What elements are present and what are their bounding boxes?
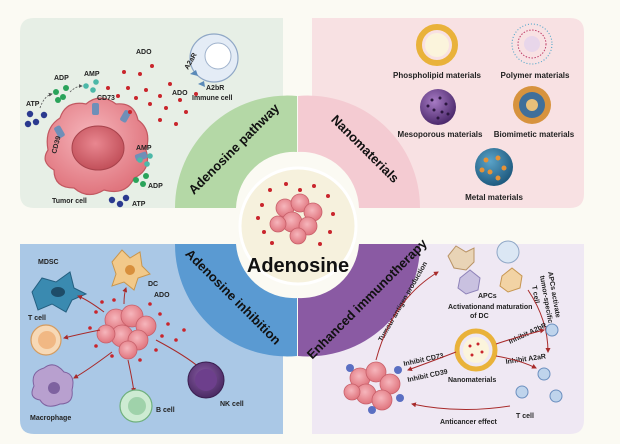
b-cell-label: B cell <box>156 407 175 414</box>
polymer-nanoparticle-icon <box>511 23 553 65</box>
cd73-receptor-icon <box>92 103 148 162</box>
mesoporous-nanoparticle-icon <box>420 89 456 125</box>
dc-label: DC <box>148 281 158 288</box>
nanomaterials-arc-band <box>298 95 421 208</box>
apc-cell-icon-2 <box>496 240 520 264</box>
atp-molecules-left <box>24 110 48 128</box>
activation-label-1: Activationand maturation <box>448 304 532 311</box>
nanomaterials-label-immuno: Nanomaterials <box>448 377 496 384</box>
t-cell-label-inhibition: T cell <box>28 315 46 322</box>
a2ar-receptor-icon <box>190 70 205 87</box>
anticancer-label: Anticancer effect <box>440 419 497 426</box>
biomimetic-nanoparticle-icon <box>513 86 551 124</box>
adp-right-label: ADP <box>148 183 163 190</box>
metal-nanoparticle-icon <box>475 148 513 186</box>
center-hub: Adenosine <box>238 166 358 286</box>
ado-top-label: ADO <box>136 49 152 56</box>
amp-molecules-right <box>137 153 153 167</box>
amp-molecules-top <box>83 79 99 93</box>
nk-cell-icon <box>187 361 225 399</box>
amp-right-label: AMP <box>136 145 152 152</box>
nk-cell-label: NK cell <box>220 401 244 408</box>
immune-attack-cells <box>346 364 404 414</box>
ado-molecules-pathway <box>106 64 198 126</box>
tumor-cell-icon <box>44 97 149 196</box>
inhibition-arc-band <box>174 244 297 357</box>
immunotherapy-arc-band <box>298 244 421 357</box>
ado-label-inhibition: ADO <box>154 292 170 299</box>
polymer-label: Polymer materials <box>501 71 570 80</box>
macrophage-label: Macrophage <box>30 415 71 422</box>
adp-molecules-right <box>133 173 149 187</box>
cd39-receptor-icon <box>54 125 65 138</box>
apcs-label: APCs <box>478 293 497 300</box>
center-tumor-icon <box>269 193 323 245</box>
phospholipid-nanoparticle-icon <box>416 24 458 66</box>
immune-cell-icon <box>189 33 239 83</box>
inhibit-a2ar-arrow <box>495 355 537 369</box>
tumor-cluster-icon-immuno <box>343 361 401 411</box>
antigen-arrow <box>375 271 439 361</box>
adp-to-amp-arrow <box>69 84 83 93</box>
apcs-activate-label-3: T cell <box>530 285 540 304</box>
apc-cell-icon-4 <box>499 267 523 293</box>
t-cell-icon-inhibition <box>30 324 62 356</box>
pathway-arc-band <box>174 95 297 208</box>
pathway-content: CD39 CD73 Tumor cell ATP ADP AMP ADO ADO <box>24 33 239 208</box>
amp-top-label: AMP <box>84 71 100 78</box>
adp-molecules-left <box>53 85 69 103</box>
mdsc-cell-icon <box>31 271 88 313</box>
tumor-cluster-icon-inhibition <box>96 304 157 360</box>
center-ado-dots <box>256 182 335 246</box>
immune-cell-label: Immune cell <box>192 95 233 102</box>
t-cell-icons-immuno <box>515 323 563 403</box>
a2br-label: A2bR <box>206 85 224 92</box>
apc-cell-icon-3 <box>457 269 481 295</box>
inhibition-content: MDSC DC T cell ADO <box>28 249 244 423</box>
apc-cell-icon-1 <box>447 245 475 271</box>
ado-molecules-inhibition <box>88 298 186 362</box>
atp-left-label: ATP <box>26 101 40 108</box>
mdsc-label: MDSC <box>38 259 59 266</box>
b-cell-icon <box>119 389 153 423</box>
activation-label-2: of DC <box>470 313 489 320</box>
nanomaterials-content: Phospholipid materials Polymer materials… <box>393 23 575 202</box>
inhibit-a2br-arrow <box>495 328 545 345</box>
mesoporous-label: Mesoporous materials <box>398 130 483 139</box>
atp-bottom-label: ATP <box>132 201 146 208</box>
macrophage-cell-icon <box>31 364 74 407</box>
apcs-activate-arrow <box>527 289 551 353</box>
biomimetic-label: Biomimetic materials <box>494 130 575 139</box>
arc-bands <box>174 95 421 357</box>
center-title: Adenosine <box>247 255 349 277</box>
cd39-label: CD39 <box>51 135 62 154</box>
t-cell-label-immuno: T cell <box>516 413 534 420</box>
ado-mid-label: ADO <box>172 90 188 97</box>
anticancer-arrow <box>411 402 511 411</box>
dc-cell-icon <box>111 249 151 291</box>
inhibit-cd-arrow <box>407 351 457 371</box>
atp-to-adp-arrow <box>39 92 53 109</box>
adp-left-label: ADP <box>54 75 69 82</box>
phospholipid-label: Phospholipid materials <box>393 71 482 80</box>
nanomaterial-vesicle-icon <box>454 328 498 372</box>
atp-molecules-bottom <box>108 194 130 208</box>
cd73-label: CD73 <box>97 95 115 102</box>
metal-label: Metal materials <box>465 193 523 202</box>
tumor-cell-label: Tumor cell <box>52 198 87 205</box>
